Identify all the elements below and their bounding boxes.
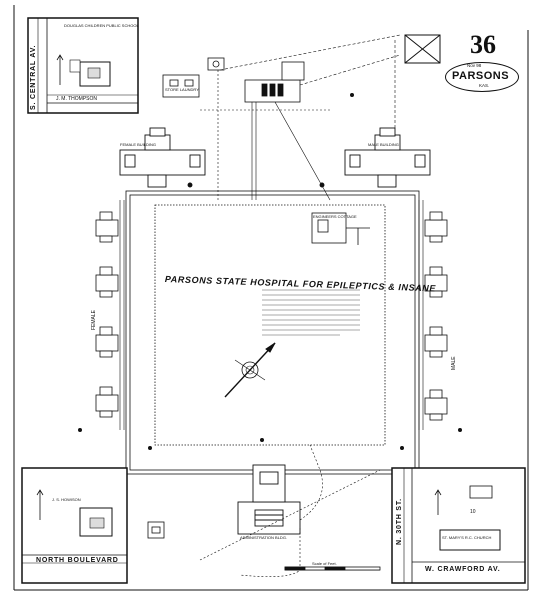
building-small-outbuilding [147,521,165,539]
grounds-enclosure [125,190,420,475]
scale-bar [284,566,381,571]
admin-drive [199,444,381,577]
label-male-building: MALE BUILDING [368,142,399,147]
inset-bottom-left [21,467,128,584]
female-cottages-walkway [119,200,125,430]
street-north-boulevard: NORTH BOULEVARD [36,557,119,564]
rail-lines [219,34,401,130]
label-howison: J. S. HOWISON [52,497,81,502]
hydrant-markers [78,93,462,450]
street-s-central-av: S. CENTRAL AV. [30,44,37,110]
label-thompson: J. M. THOMPSON [56,96,98,102]
street-w-crawford: W. CRAWFORD AV. [425,566,501,573]
label-administration: ADMINISTRATION BLDG. [240,535,288,540]
city-stamp [445,62,519,92]
description-text-block [262,289,360,336]
building-female [119,127,206,188]
label-engineers-cottage: ENGINEERS COTTAGE [313,214,357,219]
city-name: PARSONS [452,70,510,82]
label-block-number: 10 [470,509,476,515]
label-scale: Scale of Feet. [312,561,337,566]
inset-bottom-right [391,467,526,584]
sheet-number: 36 [470,30,496,59]
label-female-building: FEMALE BUILDING [120,142,157,147]
label-store-laundry: STORE LAUNDRY [165,87,199,92]
male-cottages-right [424,211,448,421]
building-boiler-cluster [207,57,305,103]
state-abbrev: KAS. [479,83,490,88]
sheet-border [13,5,529,591]
building-store-laundry [162,74,200,98]
compass-rose-icon [224,342,276,398]
building-male [319,127,431,188]
sheet-date: Nov 98 [467,63,482,68]
label-school: DOUGLAS CHILDREN PUBLIC SCHOOL [64,23,139,28]
street-n-30th: N. 30TH ST. [396,498,403,545]
building-administration [237,464,301,535]
female-cottages-left [95,211,119,418]
male-cottages-walkway [418,200,424,430]
label-female-cottages: FEMALE [91,309,97,330]
inset-top-left [27,17,139,114]
building-tank [404,34,441,64]
building-engineers-cottage [311,212,370,245]
label-male-cottages: MALE [451,356,457,370]
label-st-marys-church: ST. MARY'S R.C. CHURCH [442,535,492,540]
